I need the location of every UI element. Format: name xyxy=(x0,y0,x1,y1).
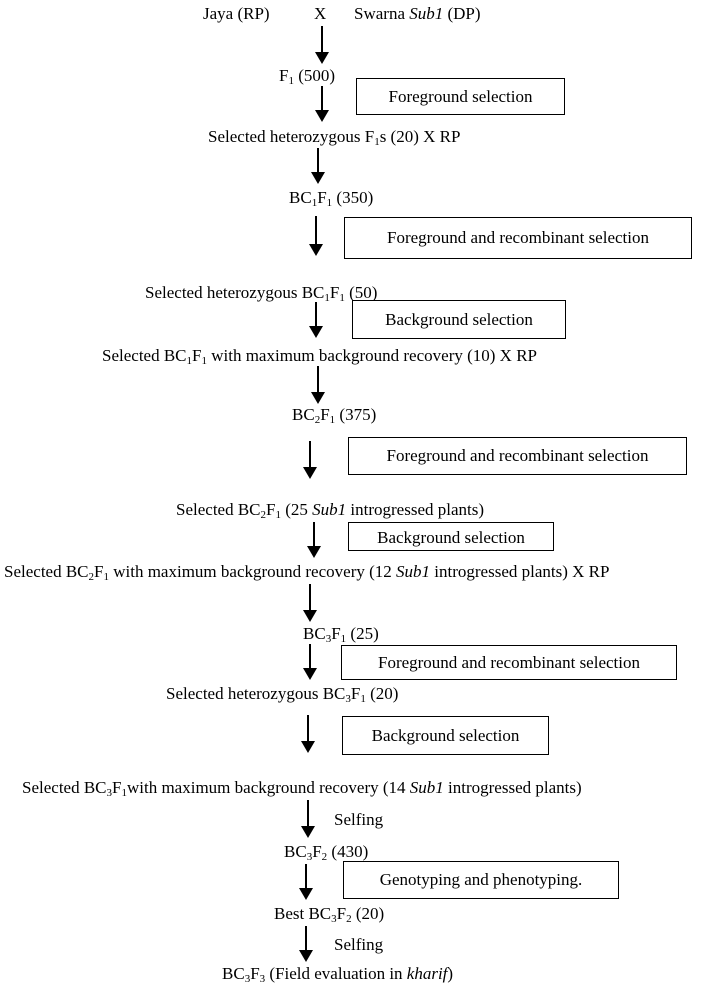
arrow-down xyxy=(311,366,325,404)
arrow-down xyxy=(307,522,321,558)
selfing-label: Selfing xyxy=(334,810,384,829)
arrow-down xyxy=(301,715,315,753)
bc3f1-generation: BC3F1 (25) xyxy=(303,624,379,645)
foreground-recombinant-selection-box: Foreground and recombinant selection xyxy=(344,217,692,259)
selected-bc3f1-background-step: Selected BC3F1with maximum background re… xyxy=(22,778,582,799)
selected-f1-step: Selected heterozygous F1s (20) X RP xyxy=(208,127,461,148)
selected-bc1f1-background-step: Selected BC1F1 with maximum background r… xyxy=(102,346,537,367)
arrow-down xyxy=(303,584,317,622)
arrow-down xyxy=(303,441,317,479)
selected-heterozygous-bc3f1-step: Selected heterozygous BC3F1 (20) xyxy=(166,684,399,705)
donor-parent-label: Swarna Sub1 (DP) xyxy=(354,4,481,23)
bc3f2-generation: BC3F2 (430) xyxy=(284,842,369,863)
selected-heterozygous-bc1f1-step: Selected heterozygous BC1F1 (50) xyxy=(145,283,378,304)
cross-symbol: X xyxy=(314,4,327,23)
foreground-recombinant-selection-box: Foreground and recombinant selection xyxy=(341,645,677,680)
foreground-recombinant-selection-box: Foreground and recombinant selection xyxy=(348,437,687,475)
arrow-down xyxy=(299,926,313,962)
background-selection-box: Background selection xyxy=(352,300,566,339)
arrow-down xyxy=(311,148,325,184)
recurrent-parent-label: Jaya (RP) xyxy=(203,4,270,23)
arrow-down xyxy=(309,216,323,256)
selected-bc2f1-background-step: Selected BC2F1 with maximum background r… xyxy=(4,562,610,583)
bc1f1-generation: BC1F1 (350) xyxy=(289,188,374,209)
arrow-down xyxy=(315,26,329,64)
bc2f1-generation: BC2F1 (375) xyxy=(292,405,377,426)
background-selection-box: Background selection xyxy=(348,522,554,551)
background-selection-box: Background selection xyxy=(342,716,549,755)
selected-bc2f1-step: Selected BC2F1 (25 Sub1 introgressed pla… xyxy=(176,500,485,521)
selfing-label: Selfing xyxy=(334,935,384,954)
f1-generation: F1 (500) xyxy=(279,66,336,87)
arrow-down xyxy=(309,302,323,338)
arrow-down xyxy=(299,864,313,900)
arrow-down xyxy=(303,644,317,680)
foreground-selection-box: Foreground selection xyxy=(356,78,565,115)
genotyping-phenotyping-box: Genotyping and phenotyping. xyxy=(343,861,619,899)
arrow-down xyxy=(301,800,315,838)
arrow-down xyxy=(315,86,329,122)
best-bc3f2-step: Best BC3F2 (20) xyxy=(274,904,385,925)
bc3f3-generation: BC3F3 (Field evaluation in kharif) xyxy=(222,964,454,985)
